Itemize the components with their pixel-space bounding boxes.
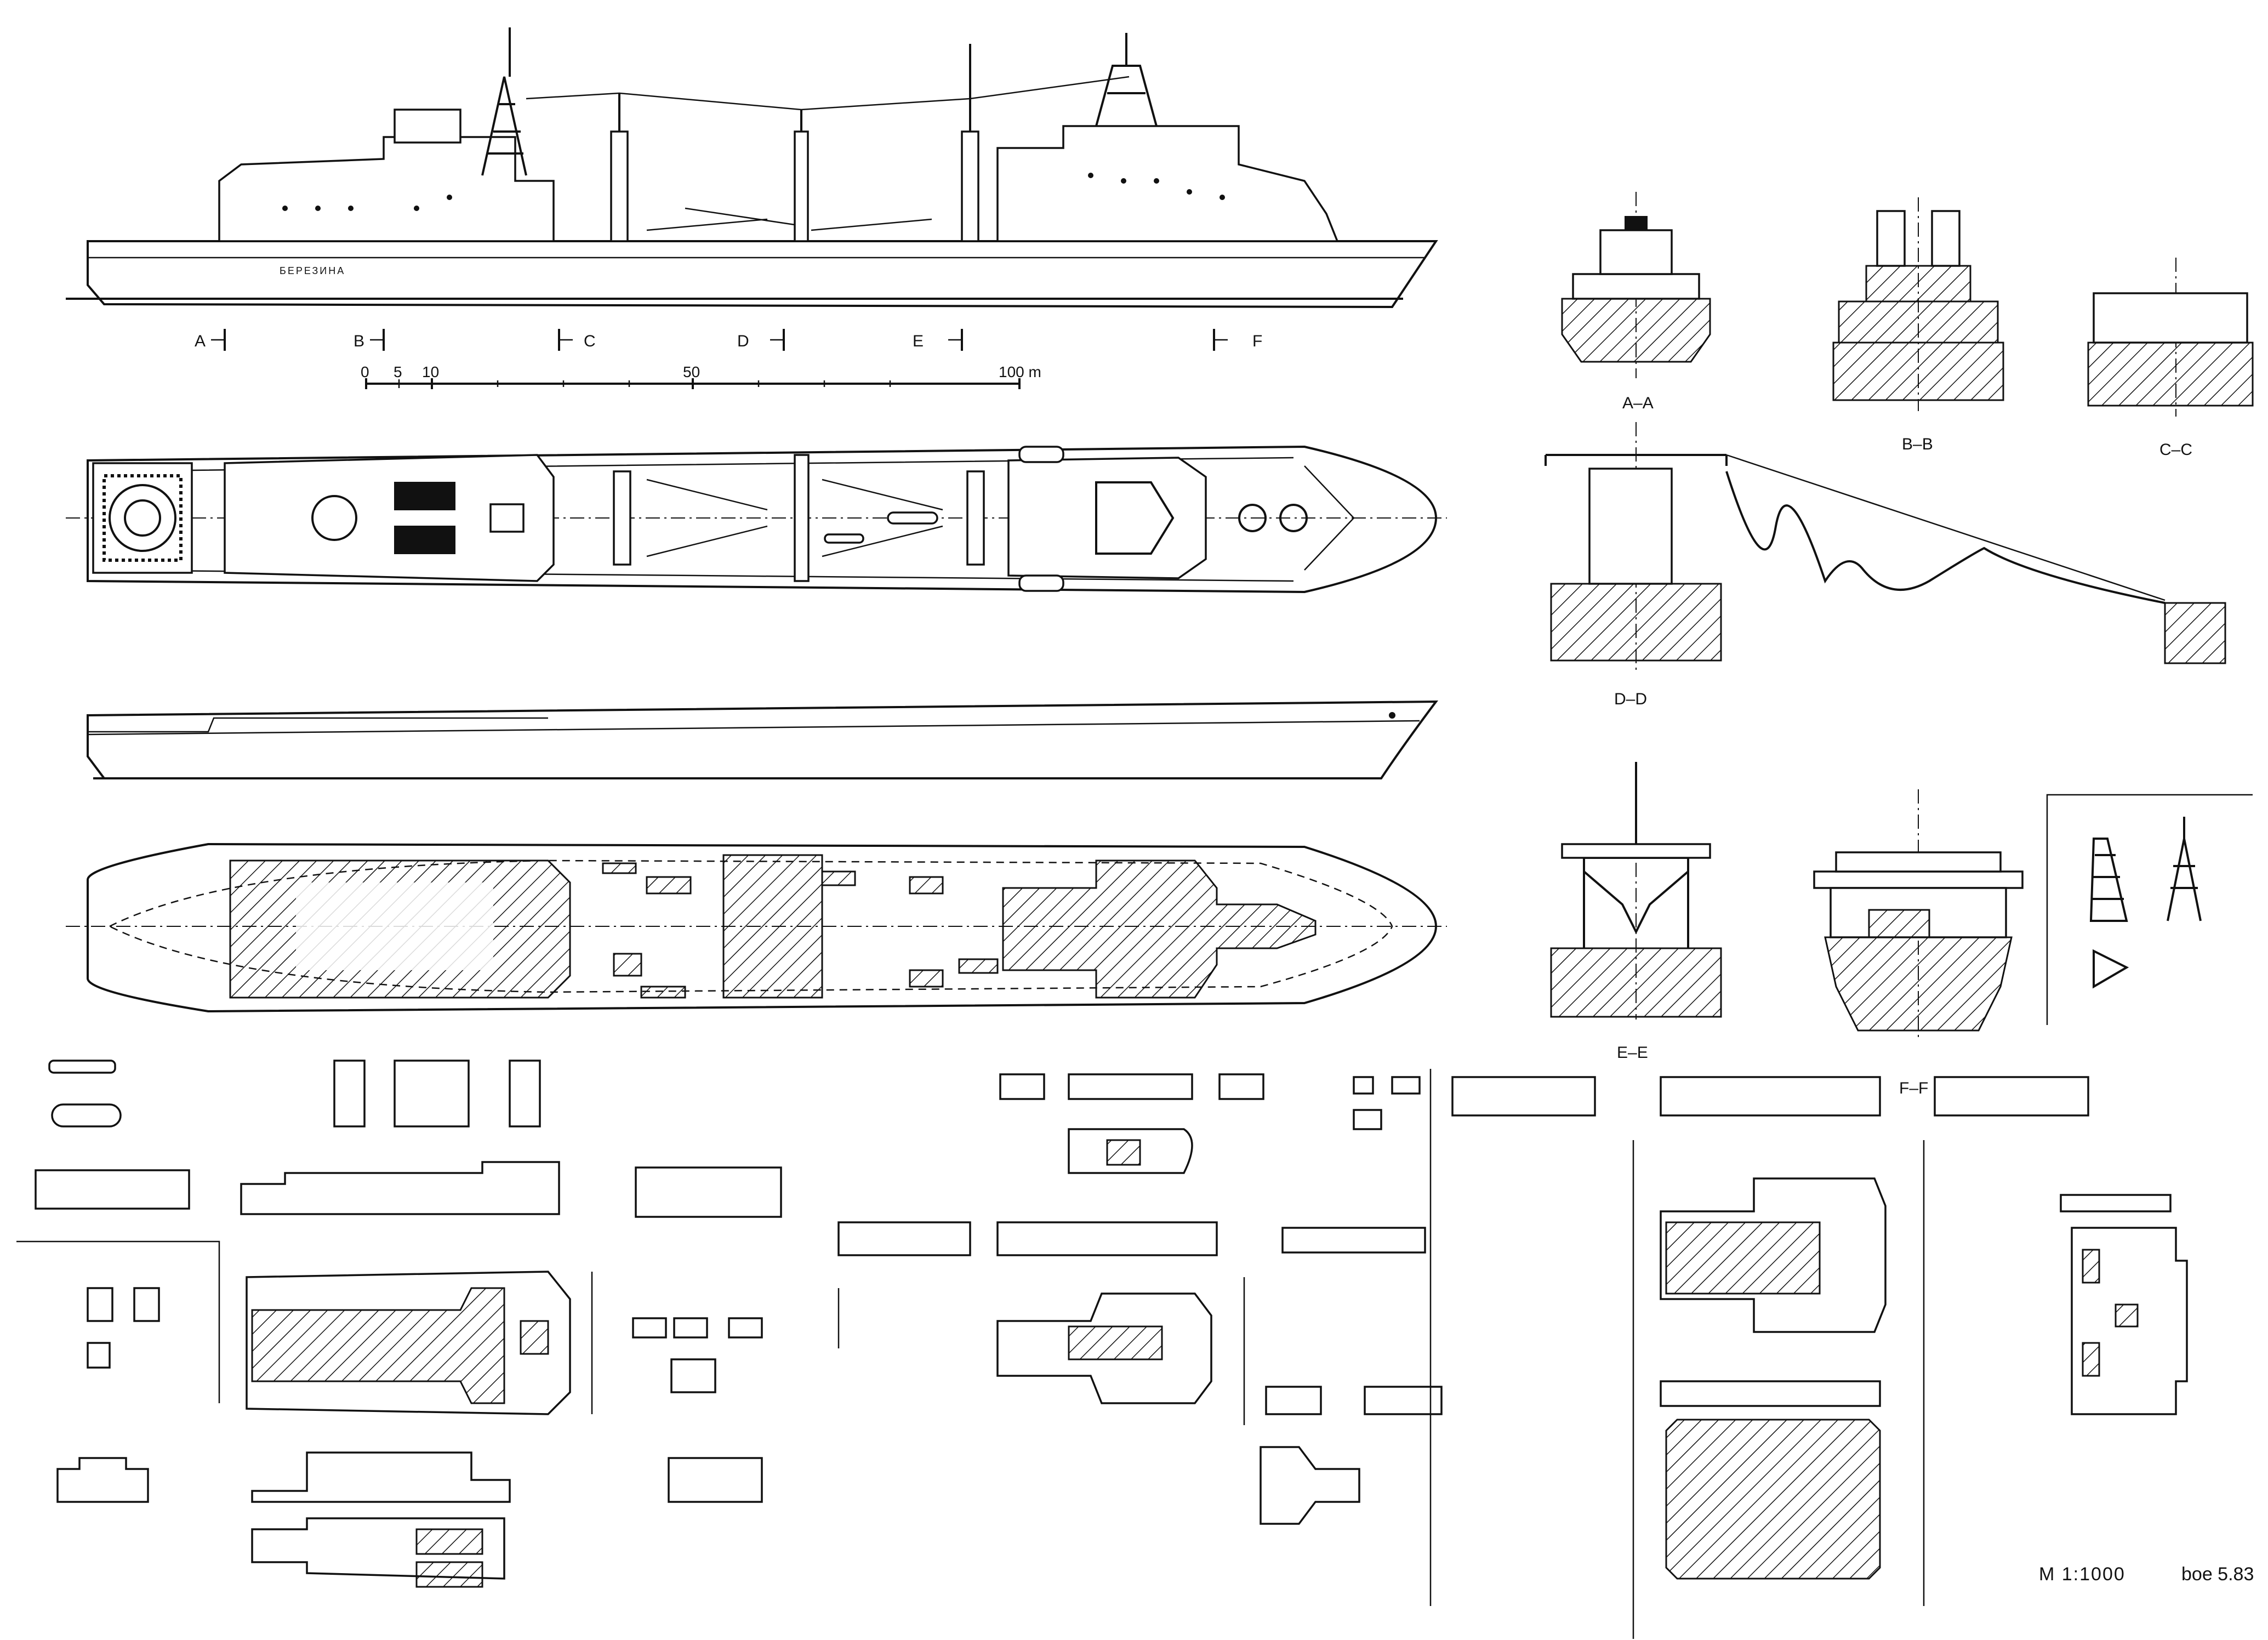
svg-text:F: F xyxy=(1252,332,1262,350)
section-marker-d: D xyxy=(737,329,785,351)
section-e-e: E–E xyxy=(1550,762,1722,1062)
component-parts xyxy=(16,1060,2188,1639)
section-c-c: C–C xyxy=(2087,258,2254,459)
section-a-a: A–A xyxy=(1561,192,1711,412)
mast-detail-inset xyxy=(2046,794,2253,1025)
author-mark: boe 5.83 xyxy=(2181,1564,2254,1585)
deck-plan-view xyxy=(66,445,1447,594)
section-markers: A B C D E F xyxy=(195,329,1262,351)
svg-text:A: A xyxy=(195,332,206,350)
section-label-c-c: C–C xyxy=(2159,441,2192,459)
svg-text:C: C xyxy=(584,332,596,350)
scale-tick-0: 0 xyxy=(361,363,369,380)
svg-text:E: E xyxy=(913,332,924,350)
scale-tick-10: 10 xyxy=(422,363,439,380)
lower-deck-plan-view xyxy=(66,842,1447,1013)
section-marker-a: A xyxy=(195,329,226,351)
side-elevation-view: БЕРЕЗИНА xyxy=(66,27,1438,309)
portholes xyxy=(282,173,1225,211)
section-label-b-b: B–B xyxy=(1902,435,1933,453)
scale-tick-100m: 100 m xyxy=(999,363,1041,380)
section-b-b: B–B xyxy=(1832,197,2004,453)
section-marker-e: E xyxy=(913,329,963,351)
scale-bar: 0 5 10 50 100 m xyxy=(361,363,1041,389)
svg-text:D: D xyxy=(737,332,749,350)
section-f-f: F–F xyxy=(1813,789,2024,1097)
scale-tick-50: 50 xyxy=(683,363,700,380)
section-d-d: D–D xyxy=(1545,422,2226,708)
section-label-f-f: F–F xyxy=(1899,1079,1928,1097)
section-marker-b: B xyxy=(354,329,385,351)
section-label-d-d: D–D xyxy=(1614,690,1647,708)
svg-text:B: B xyxy=(354,332,364,350)
section-label-e-e: E–E xyxy=(1617,1044,1648,1062)
scale-note: M 1:1000 xyxy=(2039,1564,2125,1585)
section-label-a-a: A–A xyxy=(1622,394,1654,412)
section-marker-f: F xyxy=(1213,329,1262,351)
hull-profile-view xyxy=(87,700,1439,779)
scale-tick-5: 5 xyxy=(394,363,402,380)
ship-name-plate: БЕРЕЗИНА xyxy=(280,265,345,276)
section-marker-c: C xyxy=(558,329,596,351)
